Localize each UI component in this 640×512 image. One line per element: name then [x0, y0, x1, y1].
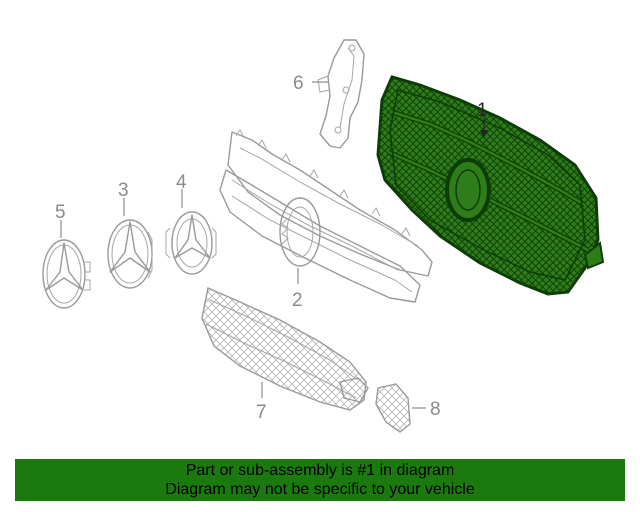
part-6-mounting-bracket[interactable] [317, 39, 365, 149]
callout-8[interactable]: 8 [430, 399, 441, 420]
part-1-grille[interactable] [376, 75, 605, 296]
callout-6[interactable]: 6 [293, 73, 304, 94]
callout-2[interactable]: 2 [292, 290, 303, 311]
banner-line-part: Part or sub-assembly is #1 in diagram [185, 462, 455, 479]
parts-diagram: 1 2 3 4 5 6 7 8 [42, 39, 605, 433]
callout-5[interactable]: 5 [55, 202, 66, 223]
part-2-grille-frame[interactable] [219, 129, 433, 303]
callout-1[interactable]: 1 [477, 100, 488, 121]
part-7-lower-grille[interactable] [201, 287, 369, 411]
info-banner: Part or sub-assembly is #1 in diagram Di… [15, 459, 625, 501]
leader-lines [60, 81, 488, 409]
part-8-insert-cover[interactable] [375, 383, 411, 433]
part-4-emblem-carrier[interactable] [165, 211, 217, 275]
callout-3[interactable]: 3 [118, 180, 129, 201]
callout-7[interactable]: 7 [256, 402, 267, 423]
callout-4[interactable]: 4 [176, 172, 187, 193]
banner-line-disclaimer: Diagram may not be specific to your vehi… [165, 481, 475, 498]
part-3-star-emblem[interactable] [107, 219, 153, 289]
part-5-star-emblem-rear[interactable] [42, 239, 91, 309]
